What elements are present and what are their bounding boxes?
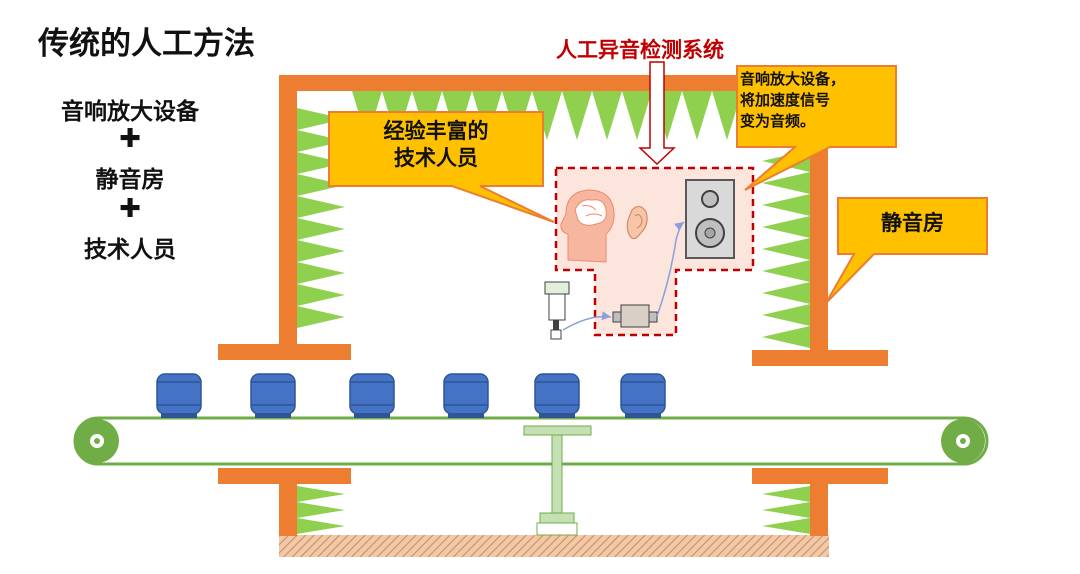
container-row — [156, 373, 666, 418]
accelerometer-sensor-icon — [544, 281, 570, 340]
technician-callout-line: 经验丰富的 — [383, 119, 489, 143]
signal-amplifier-icon — [612, 304, 658, 328]
foam-spike — [712, 91, 742, 140]
amplifier-callout-line: 音响放大设备， — [740, 70, 846, 88]
foam-spike — [762, 502, 810, 518]
foam-spike — [762, 326, 810, 348]
container — [443, 373, 489, 418]
foam-spike — [297, 108, 345, 130]
quiet-room-callout — [825, 197, 988, 304]
container — [620, 373, 666, 418]
foam-spike — [682, 91, 712, 140]
foam-spike — [297, 218, 345, 240]
page-title: 传统的人工方法 — [38, 26, 255, 62]
foam-spike — [622, 91, 652, 140]
down-arrow-icon — [638, 61, 676, 166]
list-item-technician: 技术人员 — [84, 237, 176, 263]
quiet-room-frame — [218, 75, 888, 536]
foam-spike — [297, 284, 345, 306]
amplifier-callout — [736, 65, 897, 191]
foam-spike — [297, 486, 345, 502]
ear-icon — [626, 205, 648, 240]
foam-spike — [762, 486, 810, 502]
foam-spike — [297, 502, 345, 518]
conveyor-belt — [73, 416, 989, 466]
technician-callout-text: 经验丰富的 技术人员 — [329, 118, 543, 173]
amplifier-to-speaker-wire — [656, 221, 685, 317]
foam-spike — [592, 91, 622, 140]
foam-spike — [297, 240, 345, 262]
container — [534, 373, 580, 418]
amplifier-callout-text: 音响放大设备， 将加速度信号 变为音频。 — [740, 69, 896, 132]
foam-spike — [562, 91, 592, 140]
support-stand — [523, 425, 592, 536]
plus-icon: ✚ — [119, 124, 141, 154]
foam-spike — [297, 130, 345, 152]
foam-spike — [762, 260, 810, 282]
technician-callout-line: 技术人员 — [394, 146, 478, 171]
brain-head-icon — [560, 189, 615, 263]
foam-spike — [297, 174, 345, 196]
foam-spike — [762, 304, 810, 326]
container — [156, 373, 202, 418]
foam-spike — [297, 196, 345, 218]
container — [349, 373, 395, 418]
foam-spike — [762, 172, 810, 194]
amplifier-callout-line: 变为音频。 — [740, 112, 816, 130]
foam-spike — [297, 262, 345, 284]
foam-spike — [297, 152, 345, 174]
speaker-icon — [685, 179, 735, 259]
plus-icon: ✚ — [119, 194, 141, 224]
floor — [279, 535, 829, 557]
foam-spike — [762, 282, 810, 304]
list-item-quiet-room: 静音房 — [95, 167, 165, 193]
foam-spike — [762, 518, 810, 534]
list-item-audio-equipment: 音响放大设备 — [61, 99, 199, 125]
foam-spike — [297, 306, 345, 328]
foam-spike — [532, 91, 562, 140]
sensor-to-amplifier-wire — [562, 311, 612, 331]
foam-spike — [762, 216, 810, 238]
foam-spike — [762, 238, 810, 260]
amplifier-callout-line: 将加速度信号 — [740, 91, 831, 109]
container — [250, 373, 296, 418]
quiet-room-callout-text: 静音房 — [881, 211, 944, 235]
system-title: 人工异音检测系统 — [556, 38, 724, 62]
technician-callout — [328, 111, 555, 223]
foam-spike — [762, 194, 810, 216]
foam-spike — [297, 518, 345, 534]
